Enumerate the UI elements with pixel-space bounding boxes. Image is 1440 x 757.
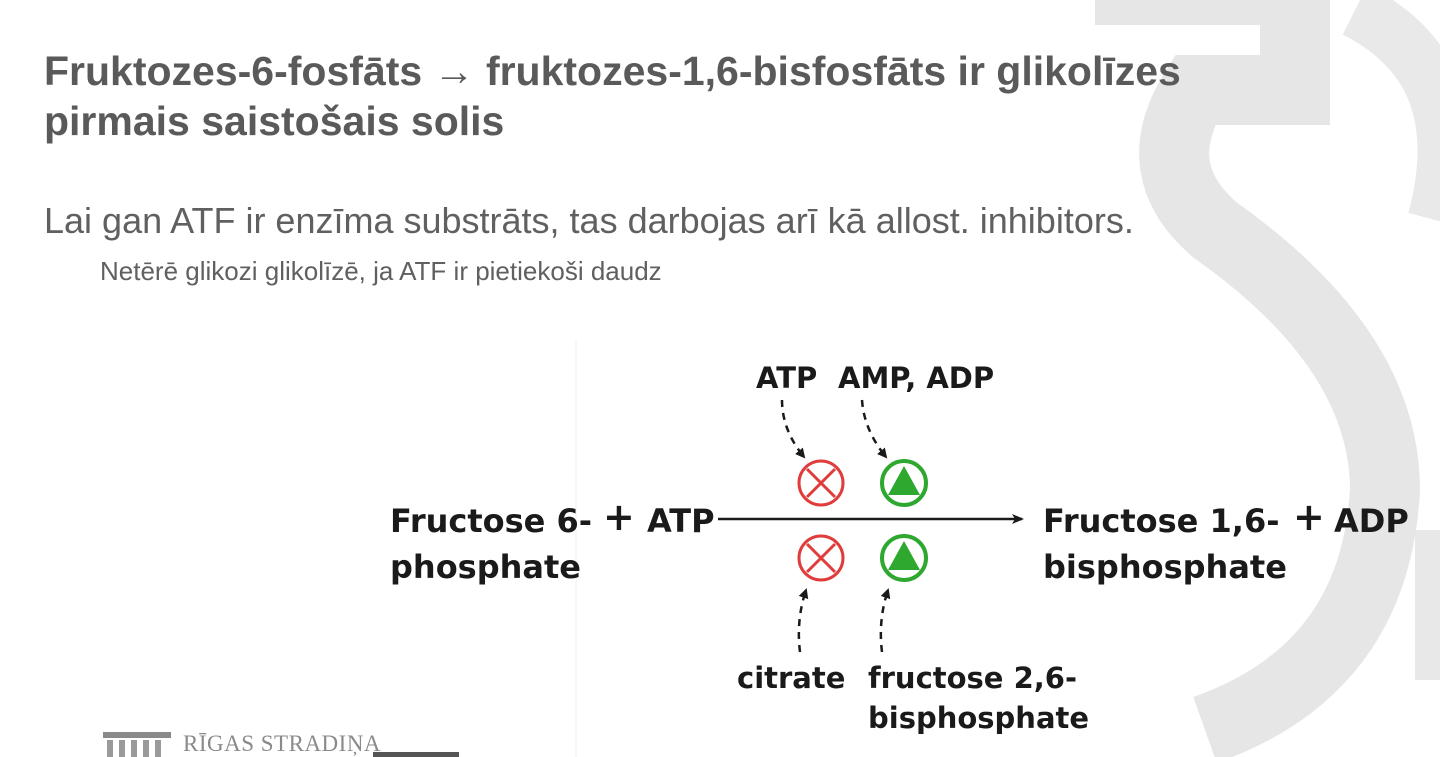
amp-adp-activator-label: AMP, ADP xyxy=(838,361,994,395)
citrate-dashed-arrow xyxy=(797,588,809,653)
citrate-inhibitor-label: citrate xyxy=(737,661,845,695)
slide-sub-bullet: Netērē glikozi glikolīzē, ja ATF ir piet… xyxy=(100,256,662,286)
atp-reactant-label: ATP xyxy=(647,502,715,540)
plus-sign-left: + xyxy=(603,495,635,539)
atp-inhibitor-label: ATP xyxy=(756,361,817,395)
product-label: Fructose 1,6- xyxy=(1043,502,1279,540)
building-icon xyxy=(103,732,171,757)
f26bp-activator-label: fructose 2,6- xyxy=(868,661,1077,695)
activation-icon-bottom xyxy=(880,534,928,582)
f26bp-dashed-arrow xyxy=(879,588,891,653)
figure-caption-fragment xyxy=(373,752,459,757)
logo-text: RĪGAS STRADIŅA xyxy=(183,731,382,756)
product-label-line2: bisphosphate xyxy=(1043,548,1287,586)
substrate-label-line2: phosphate xyxy=(390,548,581,586)
amp-adp-dashed-arrow xyxy=(860,399,888,459)
slide-title: Fruktozes-6-fosfāts → fruktozes-1,6-bisf… xyxy=(44,48,1181,144)
university-logo: RĪGAS STRADIŅA xyxy=(103,728,463,757)
activation-icon-top xyxy=(880,459,928,507)
inhibition-icon-bottom xyxy=(797,534,845,582)
inhibition-icon-top xyxy=(797,459,845,507)
f26bp-activator-label-line2: bisphosphate xyxy=(868,701,1089,735)
substrate-label: Fructose 6- xyxy=(390,502,592,540)
adp-product-label: ADP xyxy=(1334,502,1409,540)
slide-subtitle: Lai gan ATF ir enzīma substrāts, tas dar… xyxy=(44,200,1134,241)
plus-sign-right: + xyxy=(1293,495,1325,539)
atp-dashed-arrow xyxy=(780,399,806,459)
